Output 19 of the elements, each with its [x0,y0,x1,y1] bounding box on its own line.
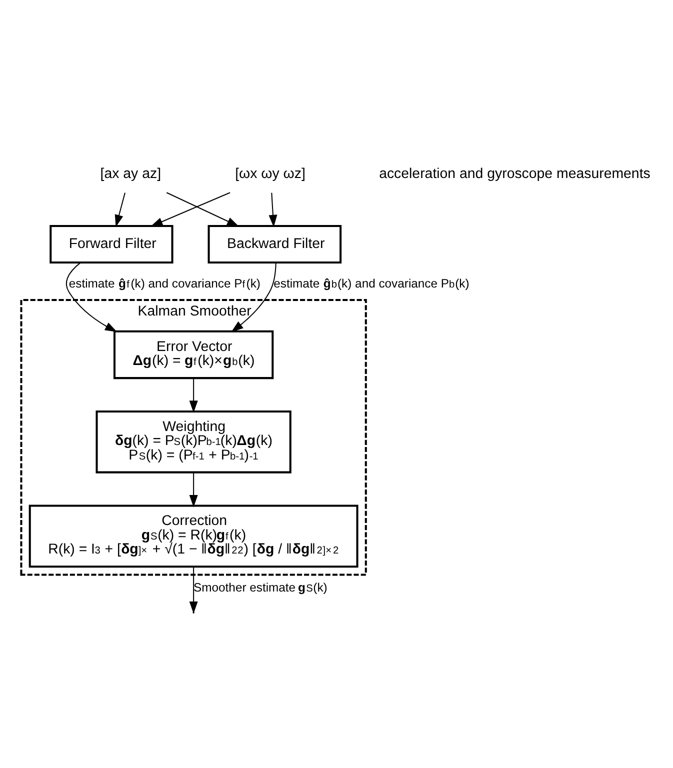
node-box: Correction gS(k) = R(k)gf(k) R(k) = I3 + [δg]× + √(1 − ‖δg‖22) [δg / ‖δg‖2]×2 [28,504,358,568]
node-box: Weighting δg(k) = PS(k)Pb-1(k)Δg(k) PS(k) = (Pf-1 + Pb-1)-1 [95,410,291,473]
arrow [65,262,117,332]
edge-label: Smoother estimate gS(k) [193,580,327,594]
edge-label: estimate ĝf(k) and covariance Pf(k) [68,276,260,290]
arrow [230,262,276,332]
arrow [150,192,230,226]
node-box: Error Vector Δg(k) = gf(k)×gb(k) [112,330,274,379]
node-box: Forward Filter [49,224,173,263]
edge-label: estimate ĝb(k) and covariance Pb(k) [273,276,469,290]
arrow [114,192,125,227]
arrow [166,192,239,226]
node-box: Backward Filter [207,224,342,263]
label: acceleration and gyroscope measurements [378,166,650,182]
arrow [188,378,198,412]
arrow [268,192,277,227]
node-text: [ax ay az] [100,166,161,182]
node-text: [ωx ωy ωz] [234,166,305,182]
arrow [188,472,198,507]
